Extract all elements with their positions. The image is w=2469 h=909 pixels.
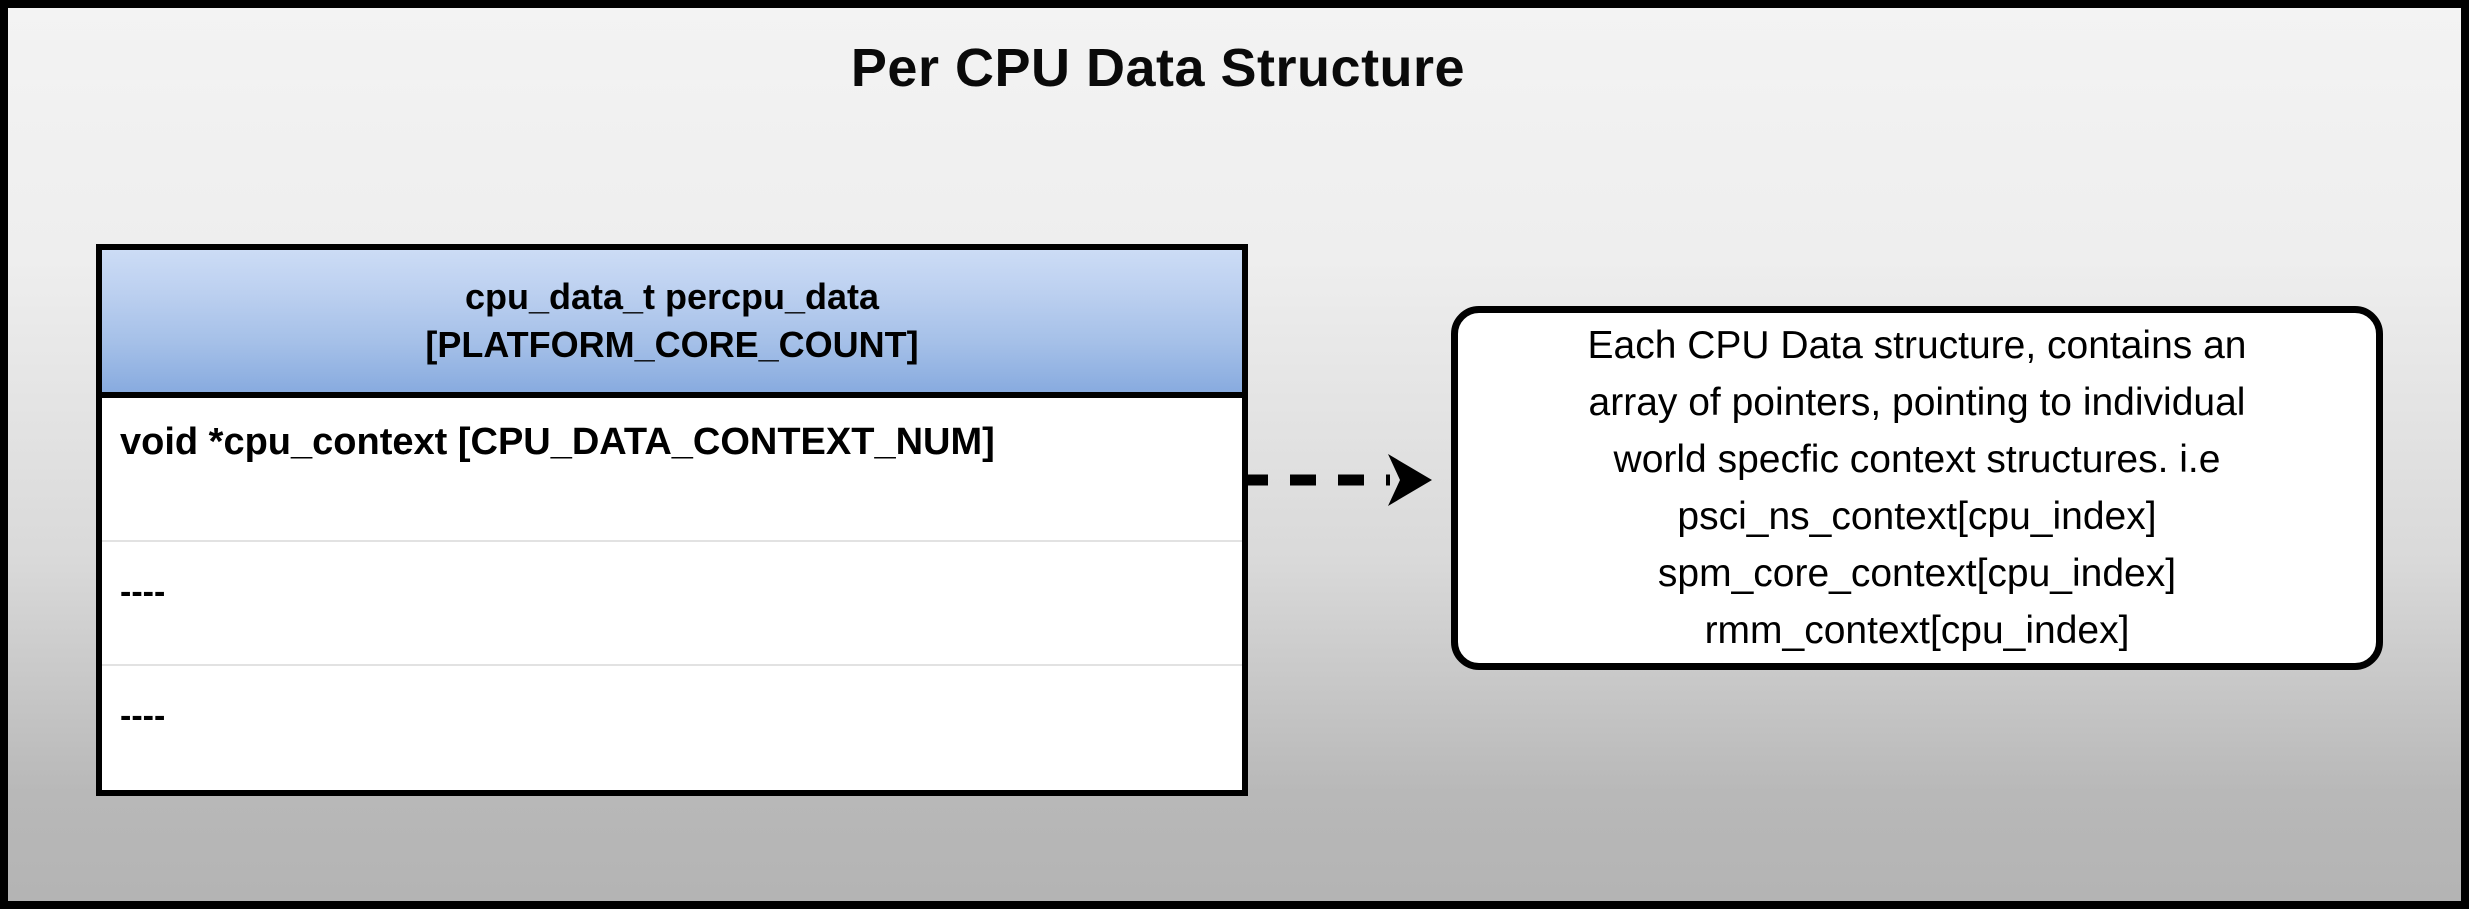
struct-header-line-2: [PLATFORM_CORE_COUNT] [425,324,919,365]
dashed-arrow-connector [1242,454,1432,506]
arrow-head-icon [1388,454,1432,506]
struct-field-placeholder-1: ---- [120,573,166,611]
struct-field-cpu-context: void *cpu_context [CPU_DATA_CONTEXT_NUM] [120,421,995,463]
struct-table-header: cpu_data_t percpu_data [PLATFORM_CORE_CO… [102,250,1242,398]
note-line: spm_core_context[cpu_index] [1657,552,2177,595]
struct-header-line-1: cpu_data_t percpu_data [464,276,880,317]
note-line: Each CPU Data structure, contains an [1587,324,2247,367]
note-line: world specfic context structures. i.e [1613,438,2221,481]
table-row: ---- [102,542,1242,666]
struct-table: cpu_data_t percpu_data [PLATFORM_CORE_CO… [96,244,1248,796]
note-line: rmm_context[cpu_index] [1704,609,2130,652]
annotation-note-box: Each CPU Data structure, contains an arr… [1451,306,2383,670]
struct-field-placeholder-2: ---- [120,697,166,735]
note-line: psci_ns_context[cpu_index] [1677,495,2157,538]
note-line: array of pointers, pointing to individua… [1588,381,2246,424]
table-row: ---- [102,666,1242,788]
page-title: Per CPU Data Structure [850,38,1466,98]
table-row: void *cpu_context [CPU_DATA_CONTEXT_NUM] [102,398,1242,542]
